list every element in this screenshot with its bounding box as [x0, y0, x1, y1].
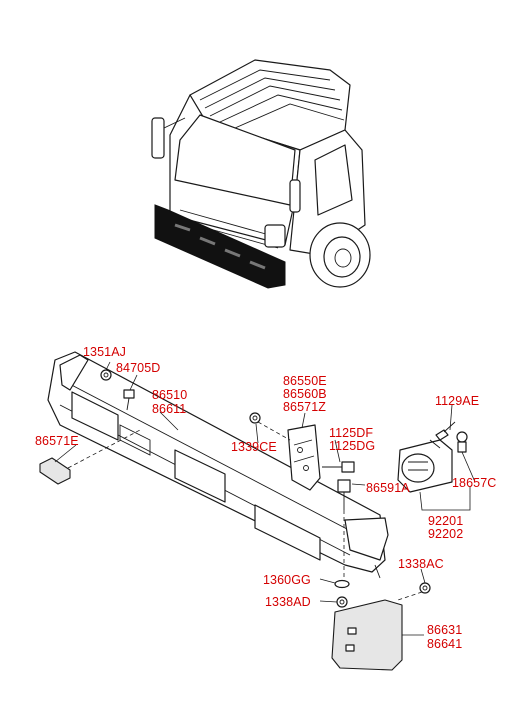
label-1360GG: 1360GG	[263, 573, 311, 587]
label-86591A: 86591A	[366, 481, 410, 495]
label-86641: 86641	[427, 637, 462, 651]
bumper-opening-3	[254, 504, 321, 561]
washer-1360GG	[334, 579, 350, 589]
label-92201: 92201	[428, 514, 463, 528]
corner-86631	[331, 599, 403, 671]
bumper-beam-86510	[47, 351, 389, 579]
bumper-opening-1	[71, 391, 119, 441]
label-1125DG: 1125DG	[329, 439, 375, 453]
label-1125DF: 1125DF	[329, 426, 373, 440]
headlight	[264, 224, 286, 248]
label-86571Z: 86571Z	[283, 400, 326, 414]
label-86611: 86611	[152, 402, 186, 416]
label-86631: 86631	[427, 623, 462, 637]
windshield	[174, 114, 296, 206]
bolt-86591A	[337, 479, 351, 510]
bolt-84705D	[123, 389, 135, 411]
corner-panel	[331, 599, 403, 671]
right-end-bracket	[344, 517, 389, 561]
nut-1351AJ	[100, 369, 112, 381]
bulb-18657C	[456, 431, 468, 453]
label-1338AC: 1338AC	[398, 557, 444, 571]
left-mirror	[151, 117, 165, 159]
label-1351AJ: 1351AJ	[83, 345, 126, 359]
label-18657C: 18657C	[452, 476, 496, 490]
pad-86571E	[39, 457, 71, 485]
bolt-1125DF	[322, 461, 355, 473]
label-86510: 86510	[152, 388, 187, 402]
bumper-beam-body	[47, 351, 386, 573]
label-1339CE: 1339CE	[231, 440, 277, 454]
label-92202: 92202	[428, 527, 463, 541]
highlighted-front-bumper	[154, 204, 286, 289]
truck-cab-illustration	[151, 59, 371, 289]
label-84705D: 84705D	[116, 361, 160, 375]
label-86560B: 86560B	[283, 387, 327, 401]
label-1129AE: 1129AE	[435, 394, 479, 408]
left-end-bracket	[59, 354, 89, 391]
part-callouts: 1351AJ 84705D 86510 86611 86571E 86550E …	[35, 345, 496, 651]
label-86571E: 86571E	[35, 434, 79, 448]
bracket-86550E	[287, 424, 321, 491]
leader-lines	[54, 361, 476, 636]
bumper-opening-2	[174, 449, 226, 503]
screw-1129AE	[435, 421, 456, 441]
label-1338AD: 1338AD	[265, 595, 311, 609]
nut-1338AD	[336, 596, 348, 608]
nut-1338AC	[419, 582, 431, 594]
side-window	[314, 144, 353, 216]
bracket-plate	[287, 424, 321, 491]
nut-1339CE	[249, 412, 261, 424]
right-mirror	[289, 179, 301, 213]
label-86550E: 86550E	[283, 374, 327, 388]
